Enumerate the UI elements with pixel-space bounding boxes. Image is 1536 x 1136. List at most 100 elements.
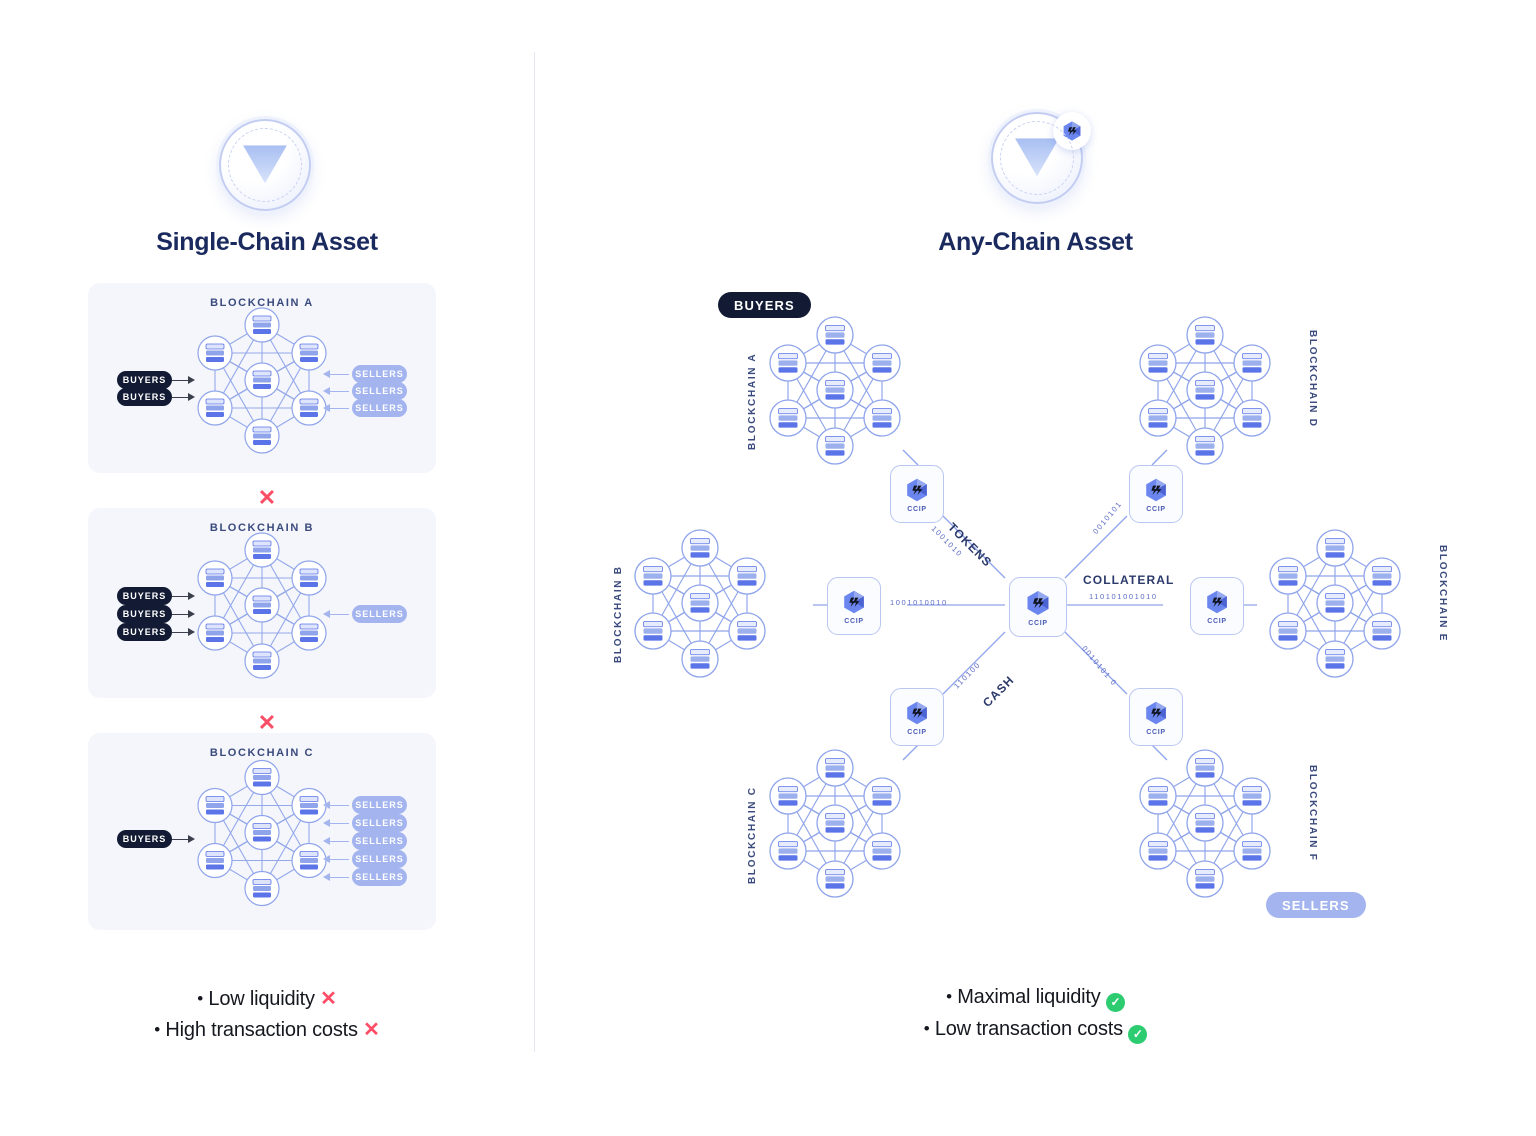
ccip-icon <box>907 478 927 501</box>
arrow-line <box>172 838 190 840</box>
arrow-line <box>329 804 349 806</box>
check-mark-icon: ✓ <box>1105 993 1125 1012</box>
pill-sellers: SELLERS <box>352 814 407 832</box>
arrow-line <box>329 373 349 375</box>
arrow-head-icon <box>323 872 330 881</box>
pill-buyers: BUYERS <box>117 587 172 605</box>
pill-buyers: BUYERS <box>117 605 172 623</box>
check-mark-icon: ✓ <box>1128 1025 1148 1044</box>
network-graph-a <box>195 305 330 455</box>
ccip-node-f[interactable]: CCIP <box>1129 688 1183 746</box>
bullet-text: Maximal liquidity <box>957 986 1101 1008</box>
arrow-head-icon <box>188 609 195 618</box>
bullet-text: High transaction costs <box>165 1019 358 1041</box>
ccip-label: CCIP <box>907 505 927 513</box>
arrow-line <box>172 595 190 597</box>
binary-label-b: 1001010010 <box>890 598 948 607</box>
pill-sellers: SELLERS <box>352 365 407 383</box>
arrow-head-icon <box>323 818 330 827</box>
arrow-line <box>172 613 190 615</box>
bullet-item: • Maximal liquidity ✓ <box>535 986 1536 1012</box>
network-graph-b <box>195 530 330 680</box>
cluster-blockchain-c <box>769 749 901 898</box>
right-panel-title: Any-Chain Asset <box>938 228 1133 256</box>
label-blockchain-d: BLOCKCHAIN D <box>1307 330 1318 428</box>
tag-sellers: SELLERS <box>1266 892 1366 918</box>
blockchain-a-title: BLOCKCHAIN A <box>210 297 314 309</box>
pill-sellers: SELLERS <box>352 868 407 886</box>
right-bullets: • Maximal liquidity ✓ • Low transaction … <box>535 980 1536 1050</box>
label-blockchain-a: BLOCKCHAIN A <box>747 352 758 450</box>
cluster-blockchain-f <box>1139 749 1271 898</box>
arrow-head-icon <box>323 609 330 618</box>
ccip-label: CCIP <box>1146 505 1166 513</box>
pill-sellers: SELLERS <box>352 382 407 400</box>
panel-divider <box>534 52 535 1052</box>
bullet-dot: • <box>946 987 952 1006</box>
ccip-icon <box>1027 590 1049 615</box>
arrow-head-icon <box>323 836 330 845</box>
arrow-line <box>329 840 349 842</box>
arrow-line <box>329 822 349 824</box>
ccip-icon <box>907 701 927 724</box>
pill-sellers: SELLERS <box>352 832 407 850</box>
network-graph-c <box>195 755 330 910</box>
single-chain-coin-icon <box>219 119 311 211</box>
x-mark-icon: ✕ <box>363 1019 380 1041</box>
bullet-item: • High transaction costs ✕ <box>0 1017 534 1042</box>
arrow-head-icon <box>323 800 330 809</box>
ccip-node-a[interactable]: CCIP <box>890 465 944 523</box>
bullet-dot: • <box>197 989 204 1008</box>
arrow-head-icon <box>188 375 195 384</box>
ccip-node-b[interactable]: CCIP <box>827 577 881 635</box>
ccip-label: CCIP <box>907 728 927 736</box>
label-blockchain-f: BLOCKCHAIN F <box>1307 765 1318 862</box>
arrow-head-icon <box>323 386 330 395</box>
ccip-label: CCIP <box>1146 728 1166 736</box>
ccip-node-d[interactable]: CCIP <box>1129 465 1183 523</box>
blockchain-b-title: BLOCKCHAIN B <box>209 522 315 534</box>
arrow-line <box>329 407 349 409</box>
cluster-blockchain-d <box>1139 316 1271 465</box>
bullet-text: Low liquidity <box>208 988 315 1010</box>
arrow-line <box>329 613 349 615</box>
arrow-head-icon <box>323 854 330 863</box>
pill-sellers: SELLERS <box>352 850 407 868</box>
pill-sellers: SELLERS <box>352 605 407 623</box>
ccip-label: CCIP <box>844 617 864 625</box>
arrow-head-icon <box>188 627 195 636</box>
cluster-blockchain-b <box>634 529 766 678</box>
arrow-head-icon <box>188 392 195 401</box>
tag-buyers: BUYERS <box>718 292 811 318</box>
separator-x-icon: ✕ <box>257 710 277 735</box>
binary-label-collateral: 110101001010 <box>1089 592 1158 601</box>
bullet-dot: • <box>154 1020 161 1039</box>
arrow-head-icon <box>188 834 195 843</box>
any-chain-network-diagram <box>535 0 1536 1136</box>
ccip-label: CCIP <box>1207 617 1227 625</box>
label-blockchain-c: BLOCKCHAIN C <box>747 786 758 884</box>
right-panel: Any-Chain Asset <box>535 0 1536 1136</box>
ccip-icon <box>844 590 864 613</box>
ccip-icon <box>1146 478 1166 501</box>
blockchain-c-title: BLOCKCHAIN C <box>209 747 315 759</box>
cluster-blockchain-e <box>1269 529 1401 678</box>
arrow-head-icon <box>323 369 330 378</box>
cluster-blockchain-a <box>769 316 901 465</box>
arrow-head-icon <box>323 403 330 412</box>
pill-buyers: BUYERS <box>117 830 172 848</box>
pill-sellers: SELLERS <box>352 796 407 814</box>
arrow-head-icon <box>188 591 195 600</box>
pill-sellers: SELLERS <box>352 399 407 417</box>
ccip-node-e[interactable]: CCIP <box>1190 577 1244 635</box>
x-mark-icon: ✕ <box>320 988 337 1010</box>
arrow-line <box>329 876 349 878</box>
arrow-line <box>172 379 190 381</box>
label-blockchain-e: BLOCKCHAIN E <box>1437 545 1448 643</box>
pill-buyers: BUYERS <box>117 371 172 389</box>
arrow-line <box>172 631 190 633</box>
ccip-icon <box>1207 590 1227 613</box>
bullet-item: • Low transaction costs ✓ <box>535 1018 1536 1044</box>
ccip-hub-node[interactable]: CCIP <box>1009 577 1067 637</box>
ccip-node-c[interactable]: CCIP <box>890 688 944 746</box>
